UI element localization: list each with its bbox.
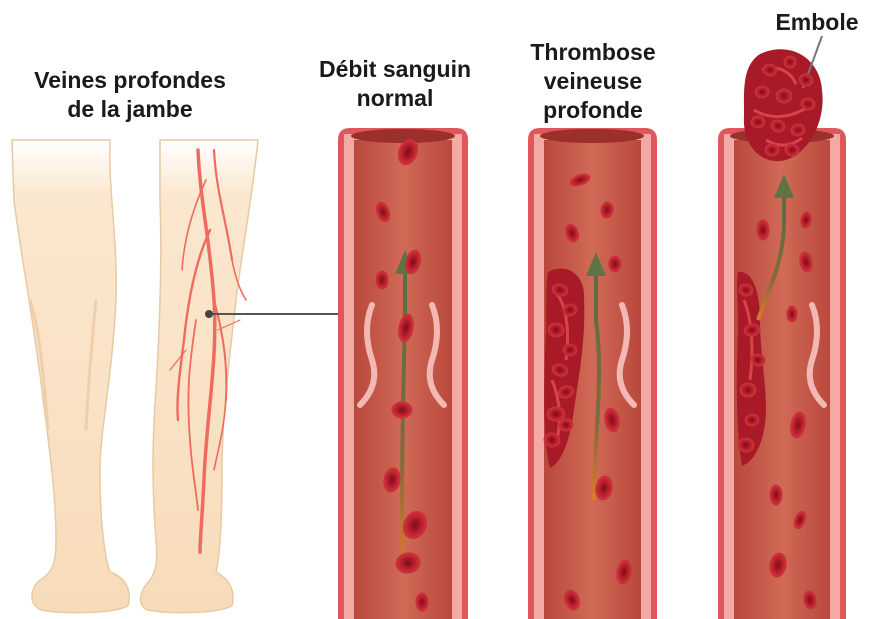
blood-cell-icon bbox=[547, 407, 565, 421]
blood-cell-icon bbox=[740, 383, 756, 397]
blood-cell-icon bbox=[770, 485, 782, 505]
blood-cell-icon bbox=[757, 220, 769, 240]
blood-cell-icon bbox=[563, 344, 577, 356]
blood-cell-icon bbox=[392, 402, 412, 418]
blood-cell-icon bbox=[776, 89, 792, 103]
blood-cell-icon bbox=[784, 56, 796, 68]
blood-cell-icon bbox=[376, 271, 388, 289]
left-leg-icon bbox=[12, 140, 129, 613]
vessel-embolus bbox=[718, 128, 846, 619]
blood-cell-icon bbox=[751, 116, 765, 128]
vessel-dvt bbox=[528, 128, 657, 619]
blood-cell-icon bbox=[609, 256, 621, 272]
vessel-normal-flow bbox=[338, 128, 468, 619]
blood-cell-icon bbox=[416, 593, 428, 611]
blood-cell-icon bbox=[787, 306, 797, 322]
blood-cell-icon bbox=[765, 144, 779, 156]
